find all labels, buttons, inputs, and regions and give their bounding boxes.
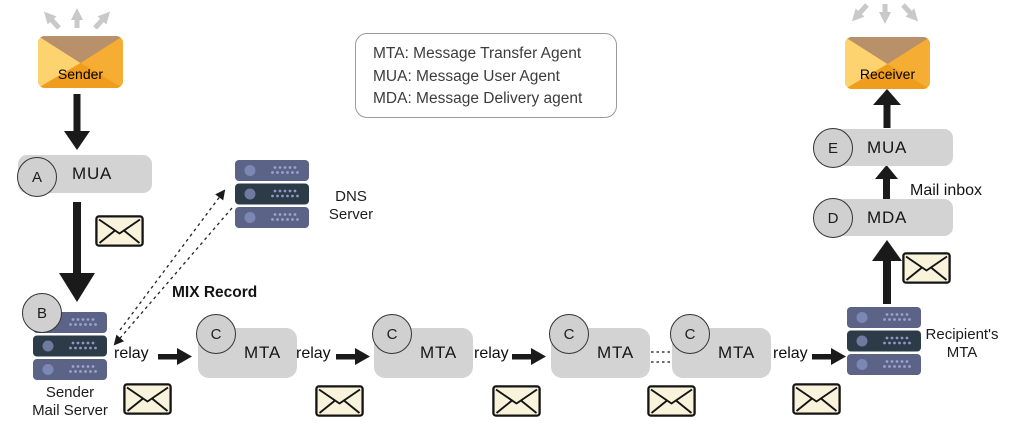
recipient-mta-label: Recipient's MTA <box>925 326 999 361</box>
mta-3-label: MTA <box>597 343 635 362</box>
sender-mail-server-label: Sender Mail Server <box>32 384 108 419</box>
relay-label-1: relay <box>114 345 149 362</box>
mua-a-label: MUA <box>72 164 113 183</box>
relay-arrow-4 <box>812 348 846 365</box>
arrow-sender-to-mua <box>64 94 90 150</box>
dns-response-dashed-arrow <box>113 207 233 346</box>
mua-e-badge: E <box>813 128 853 168</box>
mail-inbox-label: Mail inbox <box>910 182 983 199</box>
mail-server-badge: B <box>22 293 62 333</box>
sender-label: Sender <box>57 66 104 82</box>
mda-d-label: MDA <box>867 207 908 227</box>
legend-line-mua: MUA: Message User Agent <box>373 67 560 85</box>
incoming-arrows-icon <box>851 3 919 24</box>
dns-query-dashed-arrow <box>119 189 226 331</box>
relay-label-3: relay <box>474 345 509 362</box>
outgoing-arrows-icon <box>43 8 111 29</box>
arrow-mda-to-mua <box>875 165 898 199</box>
mix-record-label: MIX Record <box>172 284 258 301</box>
relay-arrow-3 <box>512 348 546 365</box>
mta-1-label: MTA <box>244 343 282 362</box>
relay-label-2: relay <box>296 345 331 362</box>
receiver-label: Receiver <box>859 66 916 82</box>
mta-1-badge: C <box>196 314 236 354</box>
relay-arrow-1 <box>158 348 192 365</box>
legend-box: MTA: Message Transfer Agent MUA: Message… <box>355 33 617 118</box>
legend-line-mta: MTA: Message Transfer Agent <box>373 45 582 62</box>
dns-server-label: DNS Server <box>328 188 374 223</box>
mua-a-badge: A <box>17 157 57 197</box>
message-envelope-icon <box>95 215 144 247</box>
arrow-mua-to-mail-server <box>59 202 95 302</box>
mta-4-badge: C <box>670 314 710 354</box>
dns-server-icon <box>235 160 309 230</box>
mta-2-label: MTA <box>420 343 458 362</box>
message-envelope-icon <box>902 252 951 284</box>
mta-3-badge: C <box>549 314 589 354</box>
mua-e-label: MUA <box>867 137 908 157</box>
arrow-server-to-mda <box>872 240 902 304</box>
recipient-mta-server-icon <box>847 307 921 377</box>
arrow-mua-to-receiver <box>873 89 901 128</box>
mda-d-badge: D <box>813 198 853 238</box>
mta-4-label: MTA <box>718 343 756 362</box>
legend-line-mda: MDA: Message Delivery agent <box>373 90 583 107</box>
mta-2-badge: C <box>372 314 412 354</box>
relay-arrow-2 <box>336 348 370 365</box>
relay-label-4: relay <box>773 345 808 362</box>
